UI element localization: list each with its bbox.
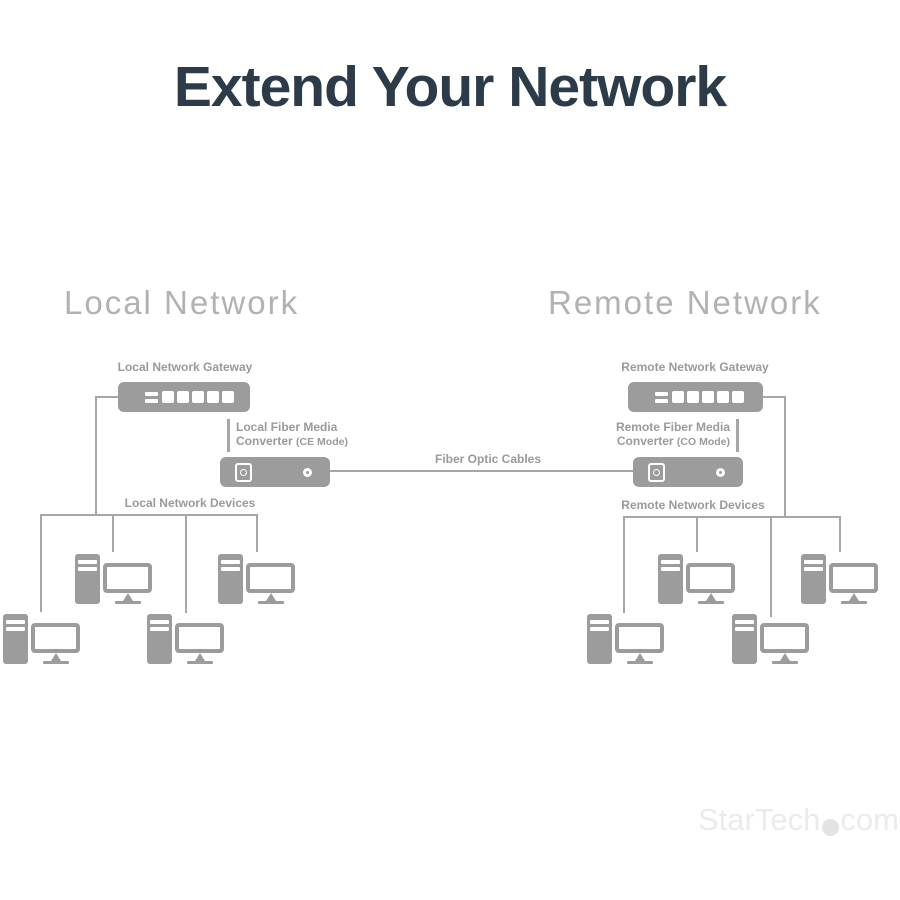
gateway-port-icon <box>687 391 699 403</box>
fiber-port-icon <box>648 463 665 482</box>
local-gateway-connector-line <box>95 396 118 398</box>
remote-devices-bus-line <box>623 516 841 518</box>
remote-gateway-icon <box>628 382 763 412</box>
local-gateway-icon <box>118 382 250 412</box>
computer-icon <box>801 554 881 606</box>
desktop-tower-icon <box>147 614 172 664</box>
remote-converter-label: Remote Fiber Media Converter (CO Mode) <box>615 420 730 448</box>
watermark-dot-icon <box>822 819 840 836</box>
monitor-icon <box>103 563 152 604</box>
gateway-port-icon <box>702 391 714 403</box>
monitor-icon <box>175 623 224 664</box>
remote-branch-line <box>770 516 772 617</box>
monitor-icon <box>31 623 80 664</box>
monitor-icon <box>686 563 735 604</box>
monitor-icon <box>615 623 664 664</box>
computer-icon <box>147 614 227 666</box>
local-branch-line <box>112 514 114 552</box>
monitor-icon <box>829 563 878 604</box>
gateway-port-icon <box>192 391 204 403</box>
local-converter-label: Local Fiber Media Converter (CE Mode) <box>236 420 348 448</box>
local-branch-line <box>256 514 258 552</box>
desktop-tower-icon <box>75 554 100 604</box>
remote-converter-mode: (CO Mode) <box>676 436 730 448</box>
watermark-tld: com <box>840 802 899 837</box>
local-converter-icon <box>220 457 330 487</box>
remote-branch-line <box>623 516 625 613</box>
local-devices-label: Local Network Devices <box>124 496 256 510</box>
desktop-tower-icon <box>801 554 826 604</box>
led-indicator-icon <box>716 468 725 477</box>
startech-watermark: StarTech com <box>698 802 899 838</box>
computer-icon <box>75 554 155 606</box>
remote-converter-connector-bar <box>736 419 739 452</box>
local-feed-line <box>95 396 97 516</box>
gateway-status-bars-icon <box>655 391 668 403</box>
computer-icon <box>218 554 298 606</box>
desktop-tower-icon <box>658 554 683 604</box>
desktop-tower-icon <box>587 614 612 664</box>
remote-network-header: Remote Network <box>548 284 822 321</box>
gateway-port-icon <box>732 391 744 403</box>
desktop-tower-icon <box>732 614 757 664</box>
remote-gateway-connector-line <box>763 396 786 398</box>
gateway-port-icon <box>222 391 234 403</box>
remote-branch-line <box>839 516 841 552</box>
desktop-tower-icon <box>218 554 243 604</box>
remote-branch-line <box>696 516 698 552</box>
remote-converter-icon <box>633 457 743 487</box>
led-indicator-icon <box>303 468 312 477</box>
local-branch-line <box>185 514 187 613</box>
desktop-tower-icon <box>3 614 28 664</box>
local-devices-bus-line <box>40 514 258 516</box>
gateway-port-icon <box>162 391 174 403</box>
remote-feed-line <box>784 396 786 518</box>
monitor-icon <box>246 563 295 604</box>
remote-devices-label: Remote Network Devices <box>621 498 765 512</box>
computer-icon <box>732 614 812 666</box>
computer-icon <box>3 614 83 666</box>
gateway-port-icon <box>207 391 219 403</box>
gateway-port-icon <box>717 391 729 403</box>
watermark-brand: StarTech <box>698 802 821 837</box>
remote-gateway-label: Remote Network Gateway <box>621 360 769 374</box>
fiber-optic-label: Fiber Optic Cables <box>434 452 542 466</box>
fiber-optic-cable-line <box>330 470 633 472</box>
local-gateway-label: Local Network Gateway <box>117 360 253 374</box>
monitor-icon <box>760 623 809 664</box>
gateway-port-icon <box>177 391 189 403</box>
local-converter-mode: (CE Mode) <box>296 436 348 448</box>
local-converter-connector-bar <box>227 419 230 452</box>
computer-icon <box>658 554 738 606</box>
fiber-port-icon <box>235 463 252 482</box>
computer-icon <box>587 614 667 666</box>
gateway-port-icon <box>672 391 684 403</box>
page-title: Extend Your Network <box>173 55 727 119</box>
gateway-status-bars-icon <box>145 391 158 403</box>
local-branch-line <box>40 514 42 612</box>
local-network-header: Local Network <box>64 284 300 321</box>
